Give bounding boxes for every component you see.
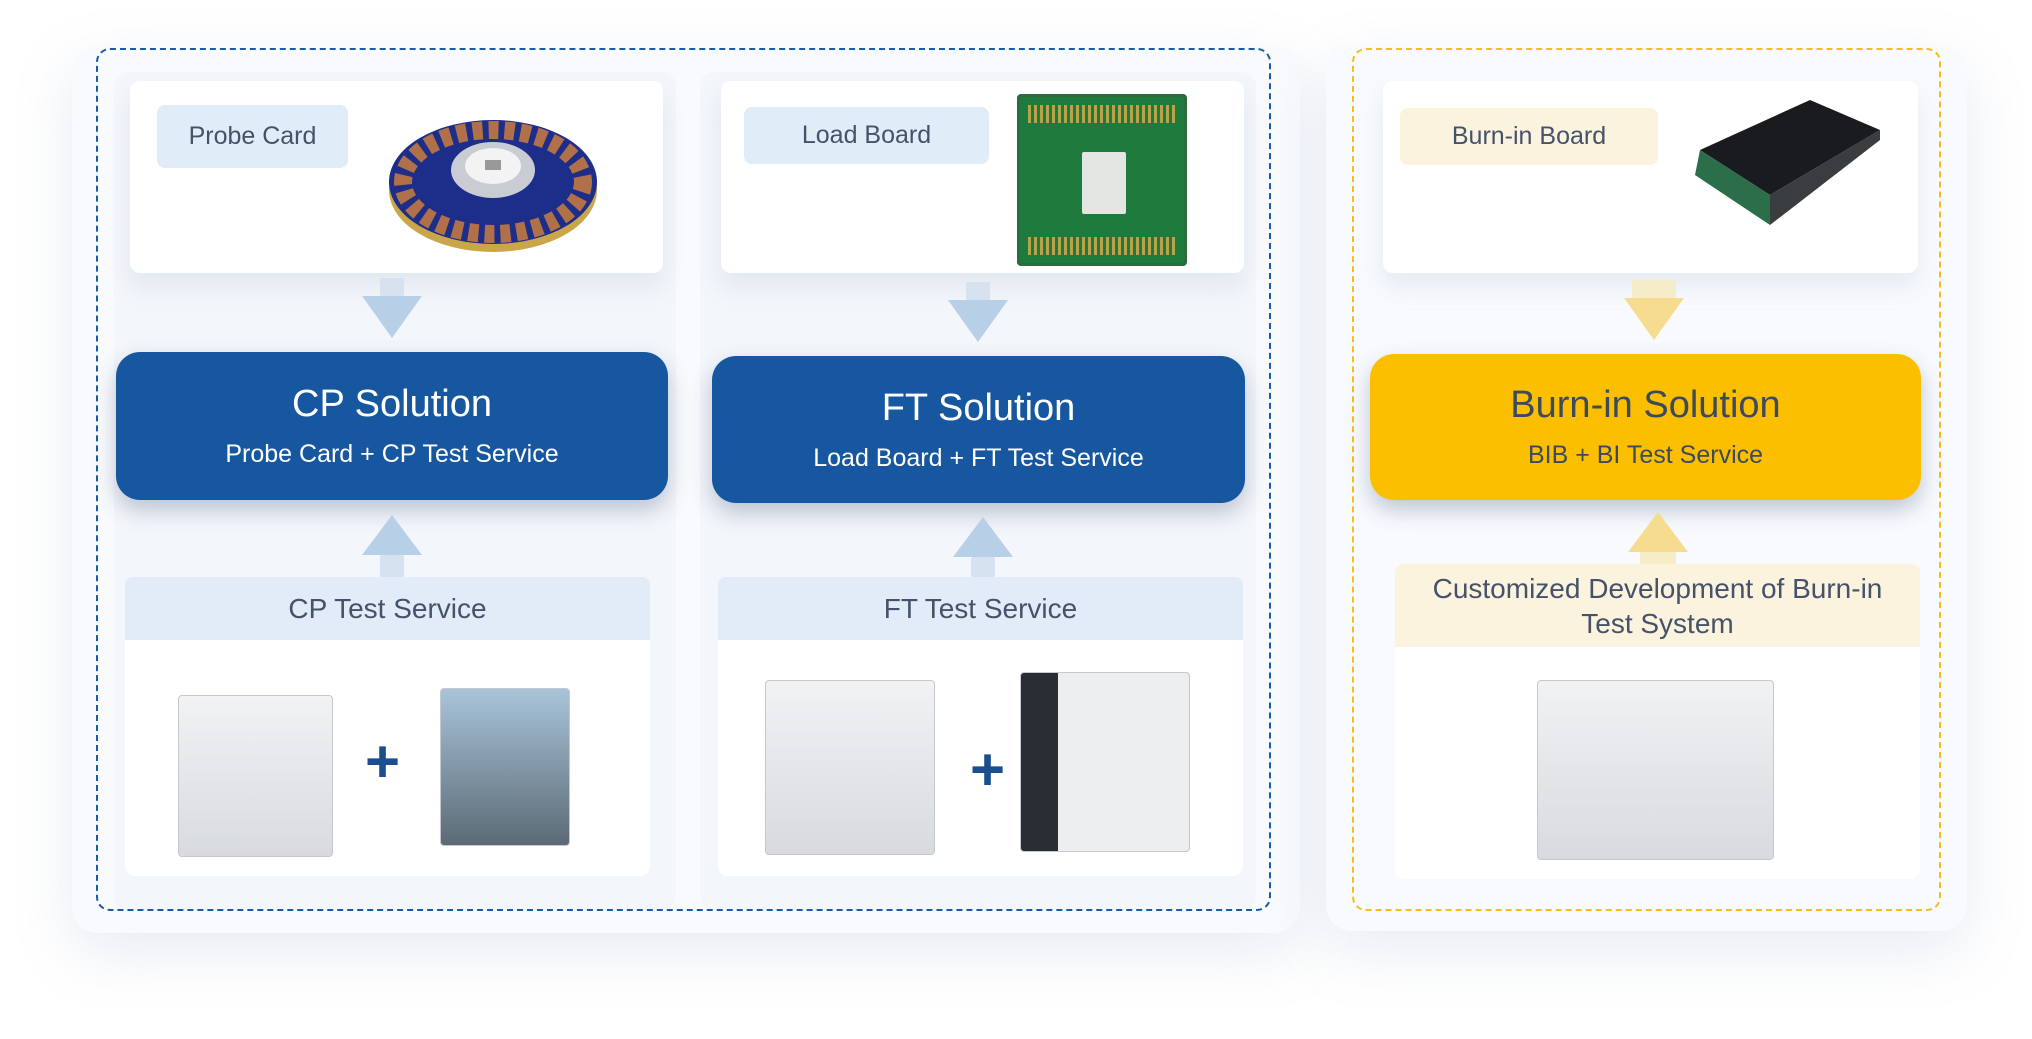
down-arrow-icon bbox=[948, 300, 1008, 342]
burnin-dashed-border bbox=[1352, 48, 1941, 911]
cp-ft-dashed-border bbox=[96, 48, 1271, 911]
down-arrow-stem bbox=[380, 278, 404, 296]
ft-solution-title: FT Solution bbox=[881, 386, 1076, 429]
up-arrow-stem bbox=[380, 555, 404, 577]
burnin-board-label: Burn-in Board bbox=[1400, 108, 1658, 165]
burnin-board-image bbox=[1690, 100, 1880, 235]
burnin-solution-subtitle: BIB + BI Test Service bbox=[1527, 441, 1764, 469]
tester-machine-image bbox=[1020, 672, 1190, 852]
up-arrow-stem bbox=[1640, 552, 1676, 564]
plus-icon: + bbox=[970, 736, 1006, 803]
down-arrow-stem bbox=[1632, 280, 1676, 298]
cp-solution-box: CP Solution Probe Card + CP Test Service bbox=[116, 352, 668, 500]
burnin-solution-box: Burn-in Solution BIB + BI Test Service bbox=[1370, 354, 1921, 500]
burnin-solution-title: Burn-in Solution bbox=[1510, 384, 1781, 426]
down-arrow-icon bbox=[362, 296, 422, 338]
test-head-image bbox=[440, 688, 570, 846]
burnin-test-system-header: Customized Development of Burn-in Test S… bbox=[1395, 564, 1920, 647]
load-board-image bbox=[1017, 94, 1187, 266]
ft-test-service-header: FT Test Service bbox=[718, 577, 1243, 640]
down-arrow-icon bbox=[1624, 298, 1684, 340]
up-arrow-icon bbox=[953, 517, 1013, 557]
load-board-label: Load Board bbox=[744, 107, 989, 164]
cp-solution-subtitle: Probe Card + CP Test Service bbox=[225, 440, 559, 468]
handler-machine-image bbox=[765, 680, 935, 855]
up-arrow-stem bbox=[971, 557, 995, 577]
up-arrow-icon bbox=[1628, 512, 1688, 552]
prober-machine-image bbox=[178, 695, 333, 857]
probe-card-label: Probe Card bbox=[157, 105, 348, 168]
up-arrow-icon bbox=[362, 515, 422, 555]
cp-test-service-header: CP Test Service bbox=[125, 577, 650, 640]
cp-solution-title: CP Solution bbox=[292, 383, 492, 425]
ft-solution-box: FT Solution Load Board + FT Test Service bbox=[712, 356, 1245, 503]
ft-solution-subtitle: Load Board + FT Test Service bbox=[813, 443, 1144, 472]
probe-card-image bbox=[385, 110, 600, 256]
down-arrow-stem bbox=[966, 282, 990, 300]
plus-icon: + bbox=[365, 728, 401, 795]
burnin-system-image bbox=[1537, 680, 1774, 860]
